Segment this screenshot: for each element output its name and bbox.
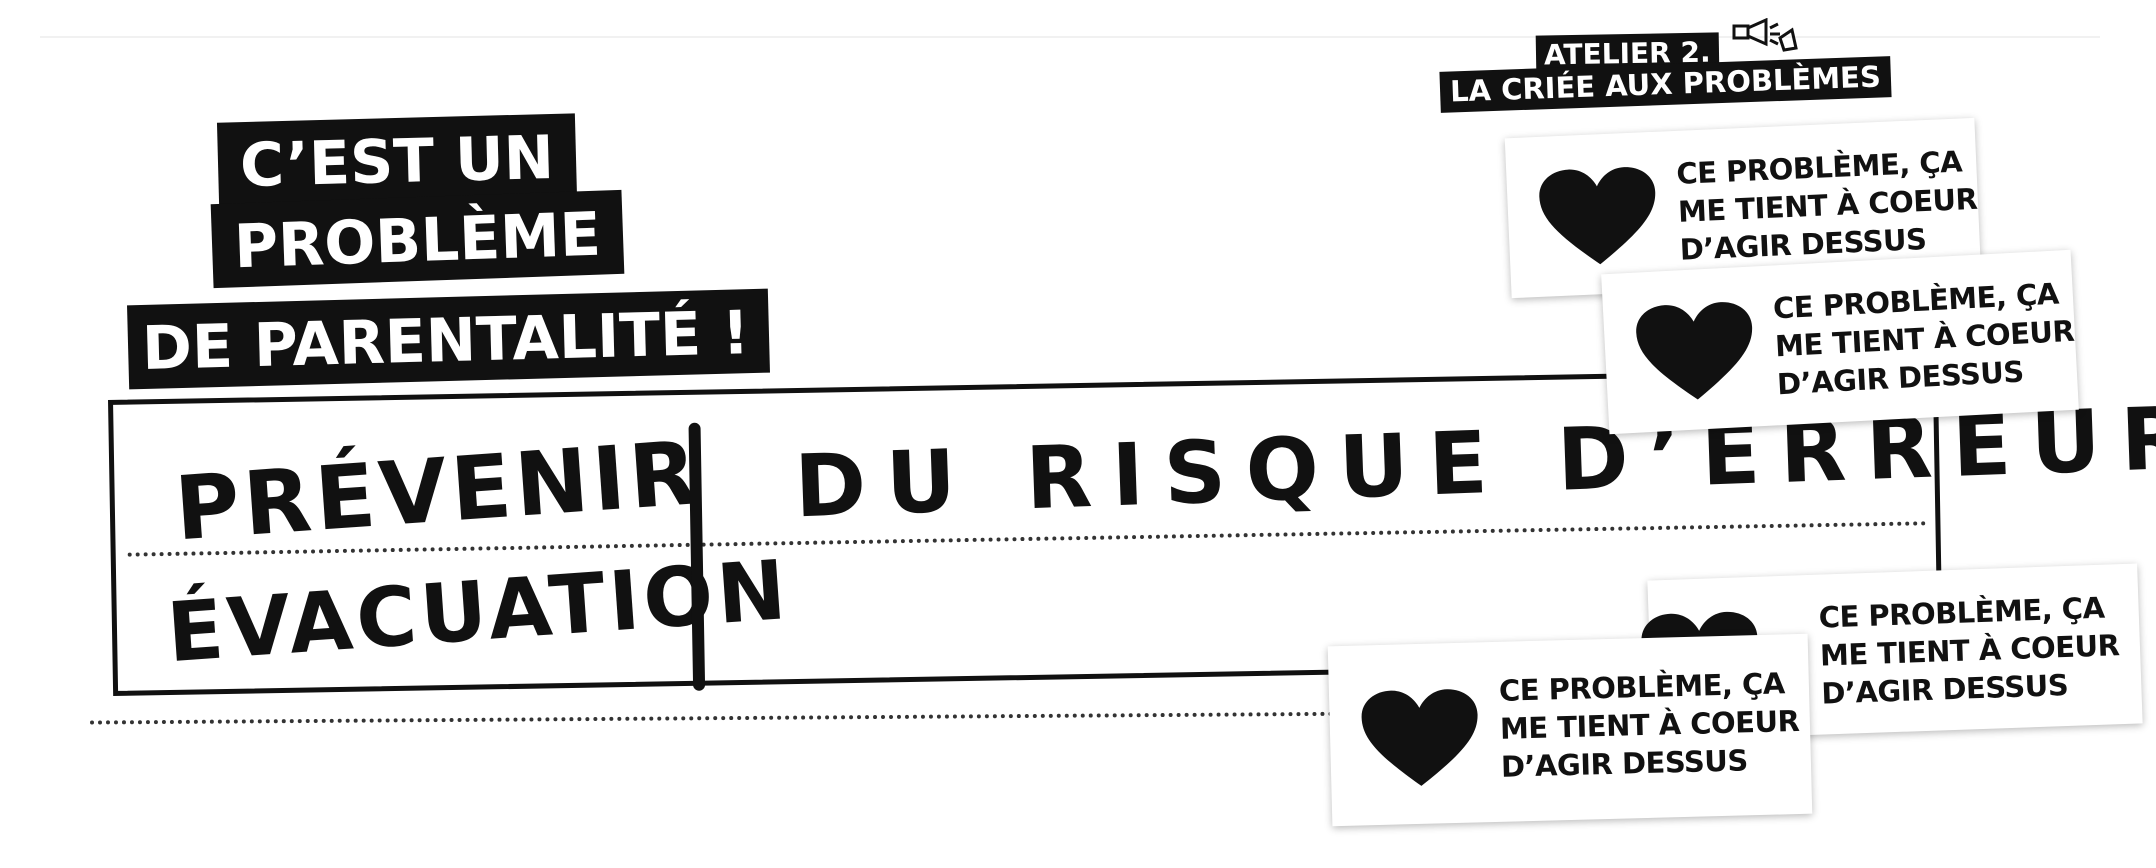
sticker-text: CE PROBLÈME, ÇA ME TIENT À COEUR D’AGIR … [1675,144,1979,267]
heart-sticker[interactable]: CE PROBLÈME, ÇA ME TIENT À COEUR D’AGIR … [1504,117,1982,299]
heart-icon [1636,302,1753,400]
heart-icon [1361,689,1478,786]
title-line-3: DE PARENTALITÉ ! [127,288,771,390]
bottom-dotted-line [90,711,1390,725]
title-line-2: PROBLÈME [210,189,625,289]
handwritten-cell-left-top: PRÉVENIR [171,421,705,561]
sticker-text: CE PROBLÈME, ÇA ME TIENT À COEUR D’AGIR … [1772,276,2076,402]
heart-sticker[interactable]: CE PROBLÈME, ÇA ME TIENT À COEUR D’AGIR … [1327,633,1813,827]
heart-sticker[interactable]: CE PROBLÈME, ÇA ME TIENT À COEUR D’AGIR … [1601,249,2079,435]
sticker-text: CE PROBLÈME, ÇA ME TIENT À COEUR D’AGIR … [1498,666,1800,784]
heart-icon [1539,167,1656,265]
megaphone-icon [1732,18,1798,52]
paper-fold-line [40,36,2100,38]
workshop-title: LA CRIÉE AUX PROBLÈMES [1439,56,1892,113]
sticker-text: CE PROBLÈME, ÇA ME TIENT À COEUR D’AGIR … [1818,590,2120,711]
board-vertical-divider [688,422,706,691]
